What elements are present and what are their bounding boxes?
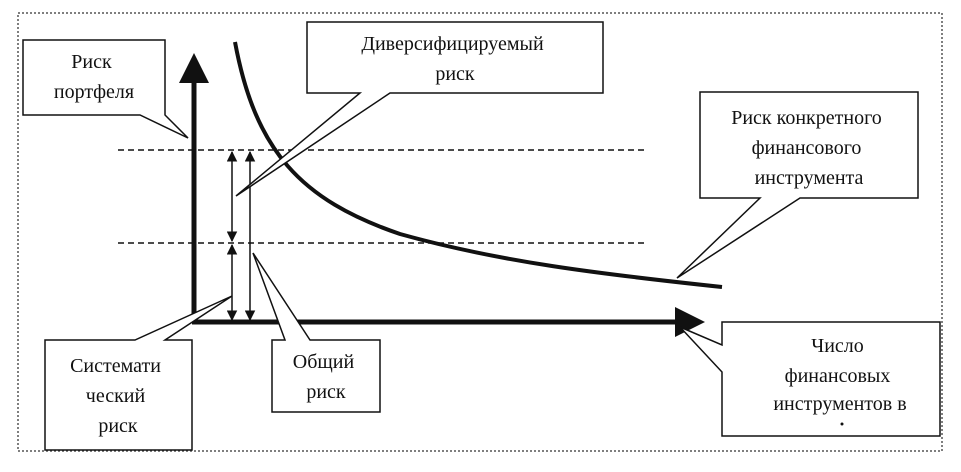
svg-text:Диверсифицируемый риск: Диверсифицируемый риск xyxy=(361,33,548,85)
systematic-risk-label-line-2: ческий xyxy=(86,385,146,407)
instrument-risk-label-line-3: инструмента xyxy=(755,167,864,189)
svg-text:Риск портфеля: Риск портфеля xyxy=(54,51,134,103)
systematic-risk-label-line-3: риск xyxy=(98,415,138,437)
callout-diversifiable-risk: Диверсифицируемый риск xyxy=(235,21,604,197)
ink-dot xyxy=(840,422,844,426)
total-risk-label-line-2: риск xyxy=(306,381,346,403)
total-risk-label-line-1: Общий xyxy=(293,351,355,373)
diversifiable-risk-label-line-2: риск xyxy=(435,63,475,85)
instrument-risk-label-line-1: Риск конкретного xyxy=(731,107,882,129)
callout-portfolio-risk: Риск портфеля xyxy=(22,39,189,139)
svg-text:Риск конкретного финансо: Риск конкретного финансового инструмента xyxy=(731,107,887,189)
svg-text:Число финансовых и: Число финансовых инструментов в xyxy=(773,335,906,415)
instrument-count-label-line-3: инструментов в xyxy=(773,393,906,415)
callout-instrument-risk: Риск конкретного финансового инструмента xyxy=(676,91,919,279)
instrument-count-label-line-2: финансовых xyxy=(785,365,891,387)
portfolio-risk-label-line-1: Риск xyxy=(71,51,112,73)
callout-systematic-risk: Системати ческий риск xyxy=(44,295,233,451)
instrument-risk-label-line-2: финансового xyxy=(752,137,862,159)
svg-text:Общий риск: Общий риск xyxy=(293,351,359,403)
portfolio-risk-label-line-2: портфеля xyxy=(54,81,134,103)
svg-text:Системати ческий р: Системати ческий риск xyxy=(70,355,166,437)
instrument-risk-curve xyxy=(233,41,723,289)
instrument-count-label-line-1: Число xyxy=(811,335,864,357)
systematic-risk-label-line-1: Системати xyxy=(70,355,161,377)
callout-total-risk: Общий риск xyxy=(252,252,381,413)
callout-instrument-count: Число финансовых инструментов в xyxy=(679,321,941,437)
diversifiable-risk-label-line-1: Диверсифицируемый xyxy=(361,33,544,55)
outer-frame xyxy=(17,12,943,452)
